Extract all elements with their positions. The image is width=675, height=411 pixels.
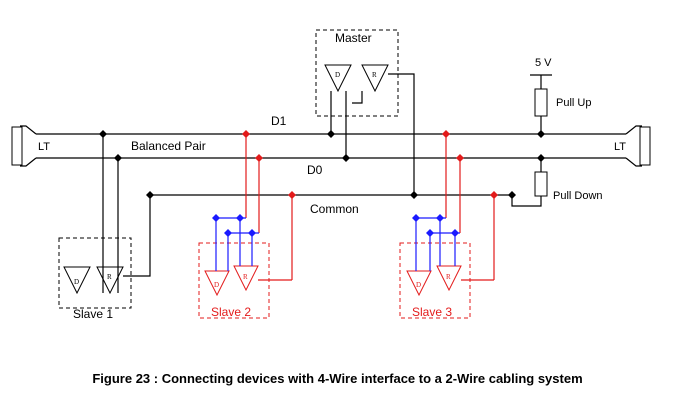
supply-label: 5 V: [535, 57, 552, 69]
junction-dots: [99, 130, 545, 237]
d0-label: D0: [307, 163, 323, 177]
master-device: Master D R: [315, 29, 415, 195]
d1-label: D1: [271, 114, 287, 128]
svg-text:D: D: [74, 278, 79, 286]
slave-2-device: D R Slave 2: [198, 134, 293, 319]
svg-text:R: R: [107, 273, 112, 281]
svg-text:D: D: [214, 281, 219, 289]
pull-up-resistor: 5 V Pull Up: [530, 57, 591, 134]
svg-text:R: R: [243, 273, 248, 281]
slave-3-driver: [406, 270, 432, 297]
common-label: Common: [310, 202, 359, 216]
slave-1-driver: [63, 266, 91, 295]
slave-3-device: D R Slave 3: [399, 134, 495, 319]
balanced-pair-label: Balanced Pair: [131, 139, 206, 153]
slave-1-device: D R Slave 1: [58, 134, 151, 321]
pull-down-label: Pull Down: [553, 190, 603, 202]
terminator-left: LT: [11, 125, 50, 167]
terminator-right: LT: [614, 125, 651, 167]
terminator-right-label: LT: [614, 141, 626, 153]
slave-2-driver: [204, 270, 230, 297]
slave-2-receiver: [233, 265, 259, 292]
terminator-left-label: LT: [38, 141, 50, 153]
svg-text:D: D: [335, 71, 340, 79]
svg-text:R: R: [372, 71, 377, 79]
pull-up-label: Pull Up: [556, 97, 591, 109]
master-driver: [324, 64, 352, 93]
slave-1-label: Slave 1: [73, 307, 113, 321]
svg-text:R: R: [446, 273, 451, 281]
slave-2-label: Slave 2: [211, 305, 251, 319]
svg-text:D: D: [416, 281, 421, 289]
master-label: Master: [335, 31, 372, 45]
pull-down-resistor: Pull Down: [511, 158, 603, 207]
slave-3-label: Slave 3: [412, 305, 452, 319]
master-receiver: [361, 64, 389, 93]
slave-3-receiver: [436, 265, 462, 292]
figure-caption: Figure 23 : Connecting devices with 4-Wi…: [92, 371, 583, 386]
